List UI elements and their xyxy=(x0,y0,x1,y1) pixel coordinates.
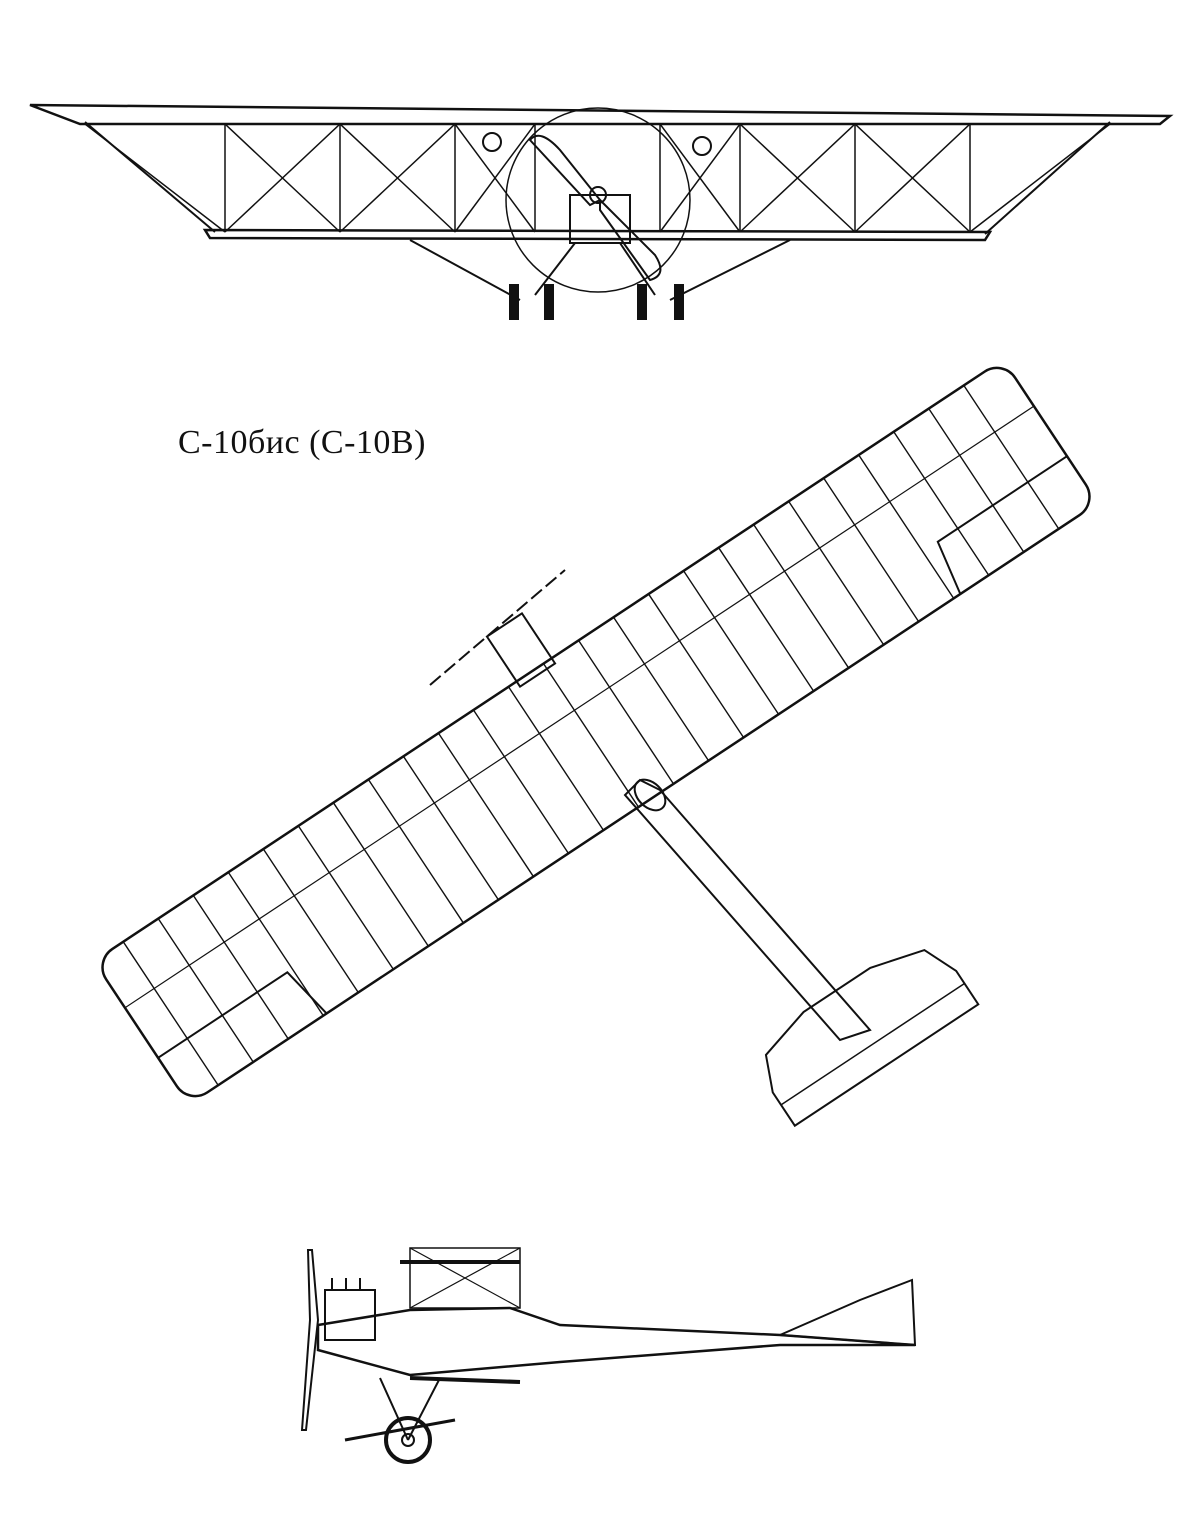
front-bracing-wire xyxy=(854,123,971,233)
front-gear-leg xyxy=(409,239,521,301)
top-wing-rib xyxy=(612,616,710,762)
top-aileron-left xyxy=(157,970,328,1059)
top-tail-hinge xyxy=(780,982,965,1106)
top-wing-rib xyxy=(648,593,745,738)
top-wing-rib xyxy=(823,477,920,622)
top-wing-rib xyxy=(788,500,885,646)
front-gear-leg xyxy=(619,242,656,296)
side-fuselage xyxy=(316,1306,916,1377)
front-bracing-wire xyxy=(739,123,856,233)
side-skid xyxy=(344,1418,456,1442)
top-wing-rib xyxy=(928,408,1025,553)
front-view xyxy=(29,103,1174,320)
front-wheel xyxy=(544,284,554,320)
drawing-caption: С-10бис (С-10В) xyxy=(178,424,426,461)
front-bracing-wire xyxy=(454,123,536,233)
front-bracing-wire xyxy=(84,123,226,233)
top-wing-ribs xyxy=(122,385,1060,1086)
side-struts xyxy=(409,1247,521,1309)
top-wing-rib xyxy=(577,640,675,785)
side-gear-leg xyxy=(407,1377,441,1441)
top-view xyxy=(101,366,1091,1128)
front-interplane-bays xyxy=(84,123,1111,233)
front-bracing-wire xyxy=(224,123,341,233)
side-lower-wing xyxy=(409,1376,521,1384)
front-bracing-wire xyxy=(339,123,456,233)
top-wing-rib xyxy=(367,779,464,924)
side-view xyxy=(300,1247,917,1464)
front-fuselage xyxy=(569,194,631,244)
top-fuselage xyxy=(623,778,872,1042)
top-wing-rib xyxy=(262,848,359,993)
side-propeller xyxy=(300,1249,320,1431)
top-wing-rib xyxy=(437,732,534,877)
front-engine-hub xyxy=(589,186,607,204)
top-wing-rib xyxy=(192,895,289,1040)
front-wheel xyxy=(509,284,519,320)
front-propeller-disc xyxy=(505,107,691,293)
front-gear-leg xyxy=(669,239,791,301)
top-wing-rib xyxy=(472,709,570,854)
front-bracing-wire xyxy=(659,123,741,233)
top-wing-rib xyxy=(227,871,324,1017)
front-gear-leg xyxy=(534,242,576,296)
top-propeller xyxy=(429,569,566,686)
top-wing-rib xyxy=(157,918,254,1063)
top-aileron-right xyxy=(936,455,1068,595)
front-upper-wing xyxy=(29,103,1174,126)
front-radiator-left xyxy=(482,132,502,152)
top-wing-spar xyxy=(124,405,1035,1009)
top-wing-rib xyxy=(683,570,780,715)
top-engine xyxy=(485,612,557,688)
front-wheel xyxy=(674,284,684,320)
side-wheel xyxy=(384,1416,432,1464)
top-wing-rib xyxy=(122,941,219,1086)
top-wing-rib xyxy=(893,431,990,576)
top-wing-rib xyxy=(542,663,640,808)
top-wing-rib xyxy=(402,755,499,901)
top-tailplane xyxy=(764,948,980,1128)
front-wheel xyxy=(637,284,647,320)
front-propeller-blade-upper xyxy=(528,134,602,207)
top-wing-rib xyxy=(858,454,955,599)
front-bracing-wire xyxy=(969,123,1111,233)
front-propeller-blade-lower xyxy=(599,197,662,282)
side-tail-fin xyxy=(779,1278,917,1347)
top-wing xyxy=(101,366,1091,1098)
front-radiator-right xyxy=(692,136,712,156)
top-wing-rib xyxy=(718,547,815,692)
top-wing-rib xyxy=(963,385,1060,530)
side-engine xyxy=(324,1289,376,1341)
top-wing-rib xyxy=(297,825,394,970)
top-wing-rib xyxy=(507,686,605,831)
top-cockpit xyxy=(633,778,667,812)
top-wing-rib xyxy=(753,524,850,669)
front-lower-wing xyxy=(202,228,993,242)
top-wing-rib xyxy=(332,802,429,947)
